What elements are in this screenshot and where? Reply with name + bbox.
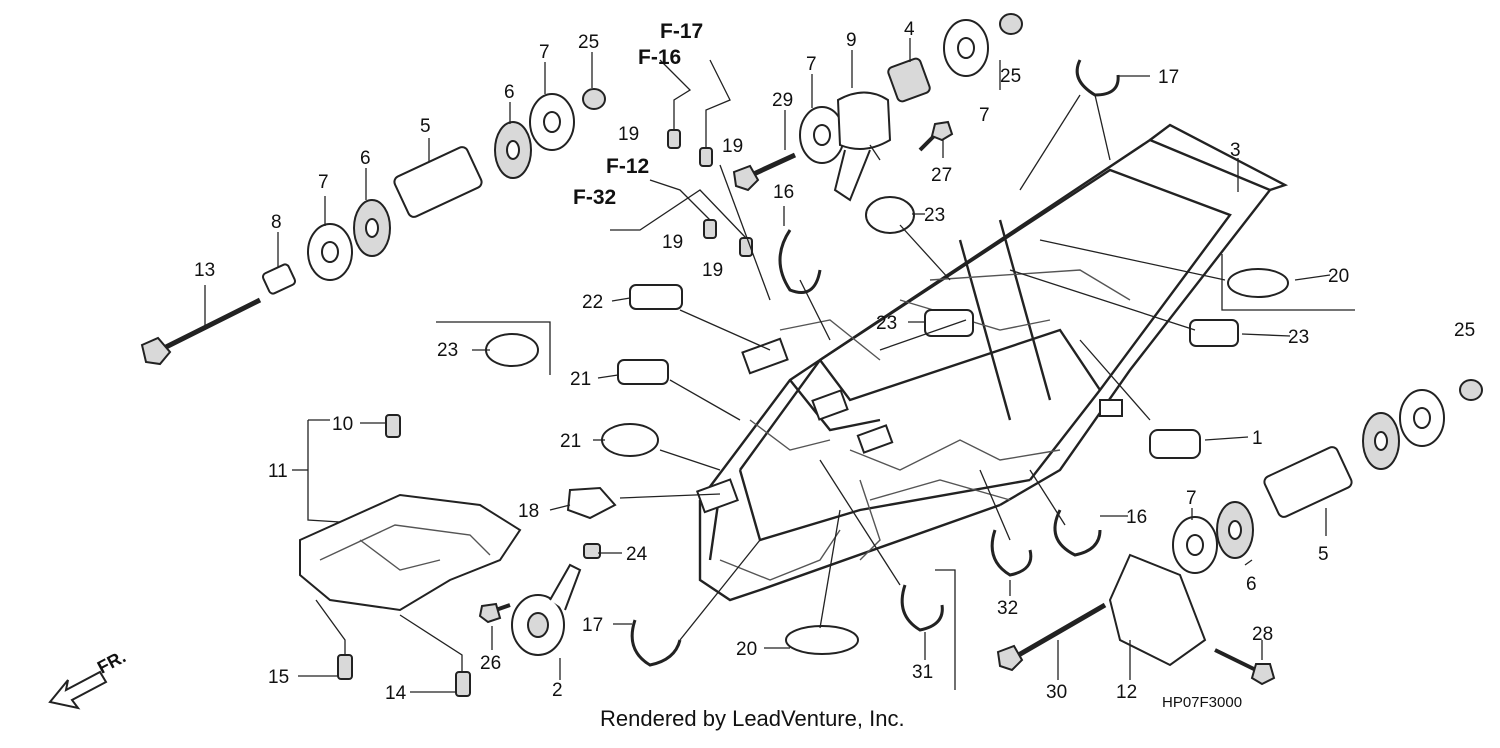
diagram-code: HP07F3000 — [1162, 694, 1243, 711]
callout-6: 6 — [1246, 574, 1257, 595]
callout-1: 1 — [1252, 428, 1263, 449]
callout-16: 16 — [1126, 507, 1147, 528]
ref-label-f12: F-12 — [606, 155, 649, 178]
callout-9: 9 — [846, 30, 857, 51]
callout-31: 31 — [912, 662, 933, 683]
callout-28: 28 — [1252, 624, 1273, 645]
callout-7: 7 — [806, 54, 817, 75]
callout-4: 4 — [904, 19, 915, 40]
callout-3: 3 — [1230, 140, 1241, 161]
callout-23: 23 — [1288, 327, 1309, 348]
callout-5: 5 — [1318, 544, 1329, 565]
callout-23: 23 — [437, 340, 458, 361]
clamps — [485, 59, 1289, 667]
callout-19: 19 — [618, 124, 639, 145]
callout-20: 20 — [736, 639, 757, 660]
left-mount-assembly — [140, 88, 606, 366]
callout-7: 7 — [318, 172, 329, 193]
leader-lines — [204, 38, 1355, 693]
callout-7: 7 — [539, 42, 550, 63]
callout-25: 25 — [578, 32, 599, 53]
callout-27: 27 — [931, 165, 952, 186]
callout-24: 24 — [626, 544, 648, 565]
callout-7: 7 — [979, 105, 990, 126]
callout-25: 25 — [1000, 66, 1021, 87]
callout-2: 2 — [552, 680, 563, 701]
callout-19: 19 — [722, 136, 743, 157]
callout-12: 12 — [1116, 682, 1137, 703]
callout-6: 6 — [360, 148, 371, 169]
callout-11: 11 — [268, 461, 288, 482]
callout-16: 16 — [773, 182, 794, 203]
callout-10: 10 — [332, 414, 353, 435]
ref-label-f32: F-32 — [573, 186, 616, 209]
callout-25: 25 — [1454, 320, 1475, 341]
upper-mount-assembly — [732, 13, 1023, 202]
ref-label-f16: F-16 — [638, 46, 681, 69]
callout-22: 22 — [582, 292, 603, 313]
callout-23: 23 — [924, 205, 945, 226]
callout-32: 32 — [997, 598, 1018, 619]
rendered-by-footer: Rendered by LeadVenture, Inc. — [600, 706, 905, 731]
callout-6: 6 — [504, 82, 515, 103]
right-mount-assembly — [996, 379, 1483, 686]
callout-14: 14 — [385, 683, 407, 704]
main-frame — [695, 123, 1289, 602]
callout-7: 7 — [1186, 488, 1197, 509]
callout-21: 21 — [560, 431, 581, 452]
horn — [478, 543, 601, 656]
callout-8: 8 — [271, 212, 282, 233]
callout-21: 21 — [570, 369, 591, 390]
callout-19: 19 — [662, 232, 683, 253]
ref-label-f17: F-17 — [660, 20, 703, 43]
callout-19: 19 — [702, 260, 723, 281]
callout-15: 15 — [268, 667, 289, 688]
callout-5: 5 — [420, 116, 431, 137]
callout-23: 23 — [876, 313, 897, 334]
callout-13: 13 — [194, 260, 215, 281]
callout-26: 26 — [480, 653, 501, 674]
callout-30: 30 — [1046, 682, 1067, 703]
callout-18: 18 — [518, 501, 539, 522]
callout-17: 17 — [1158, 67, 1179, 88]
front-direction-arrow-icon — [48, 670, 108, 710]
skid-plate — [299, 414, 522, 697]
callout-17: 17 — [582, 615, 603, 636]
callout-20: 20 — [1328, 266, 1349, 287]
callout-29: 29 — [772, 90, 793, 111]
